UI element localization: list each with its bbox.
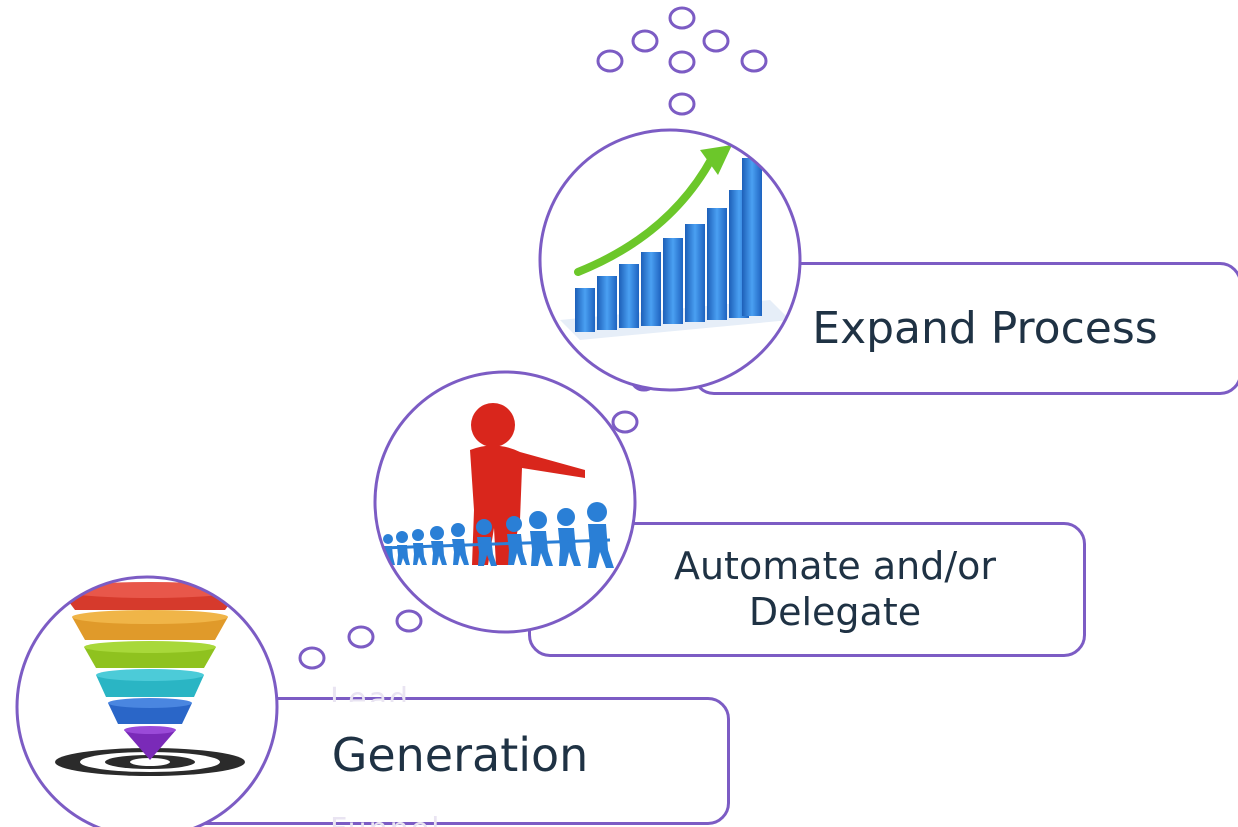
step-label-expand: Expand Process bbox=[812, 303, 1158, 354]
connector-dots-top bbox=[596, 6, 768, 116]
ghost-text-above: Lead bbox=[330, 682, 411, 702]
connector-dots-middle bbox=[611, 368, 658, 434]
connector-dots-bottom bbox=[298, 609, 423, 670]
ghost-text-below: Funnel bbox=[330, 812, 441, 827]
step-label-automate: Automate and/or Delegate bbox=[673, 544, 997, 634]
step-label-generation: Generation bbox=[331, 728, 589, 782]
